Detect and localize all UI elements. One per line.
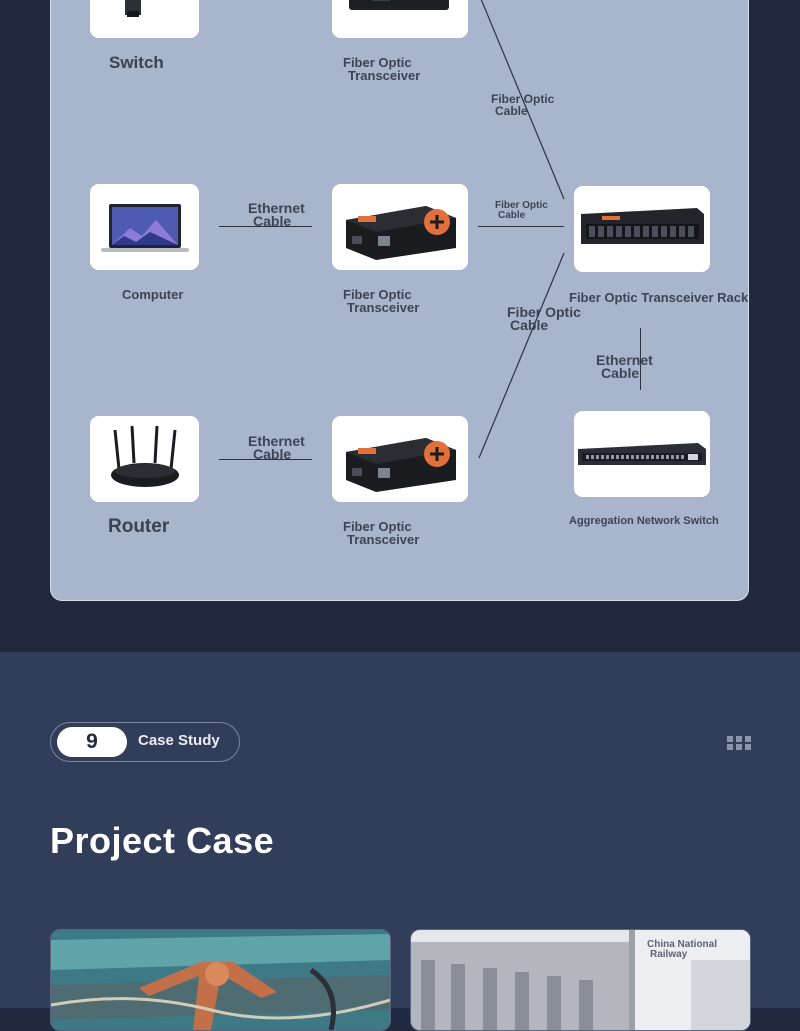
rack-fiber-line <box>478 226 564 227</box>
fiber-transceiver-icon <box>332 416 468 502</box>
project-card-railway[interactable]: China National Railway <box>410 929 751 1031</box>
fiber-transceiver-icon <box>332 184 468 270</box>
page-title: Project Case <box>50 820 275 861</box>
rack-to-switch-line <box>640 328 641 390</box>
transceiver-rack-icon <box>574 186 710 272</box>
agg-switch-label: Aggregation Network Switch <box>569 515 719 527</box>
project-card-airport[interactable] <box>50 929 391 1031</box>
case-study-section: 9 Case Study Project Case China Nat <box>0 652 800 1031</box>
router-label: Router <box>108 516 170 537</box>
switch-device-icon <box>90 0 199 38</box>
fiber-diagonal-lines <box>478 0 565 459</box>
section-number: 9 <box>57 727 127 757</box>
network-switch-icon <box>574 411 710 497</box>
section-label: Case Study <box>138 732 220 749</box>
case-study-pill: 9 Case Study <box>50 722 240 762</box>
laptop-icon <box>90 184 199 270</box>
computer-ethernet-line <box>219 226 312 227</box>
grid-dots-icon[interactable] <box>727 736 751 750</box>
router-icon <box>90 416 199 502</box>
fiber-transceiver-icon <box>332 0 468 38</box>
project-caption: China National Railway <box>647 939 718 960</box>
computer-label: Computer <box>122 287 184 302</box>
switch-label: Switch <box>109 53 164 72</box>
rack-label: Fiber Optic Transceiver Rack <box>569 290 749 305</box>
router-ethernet-line <box>219 459 312 460</box>
